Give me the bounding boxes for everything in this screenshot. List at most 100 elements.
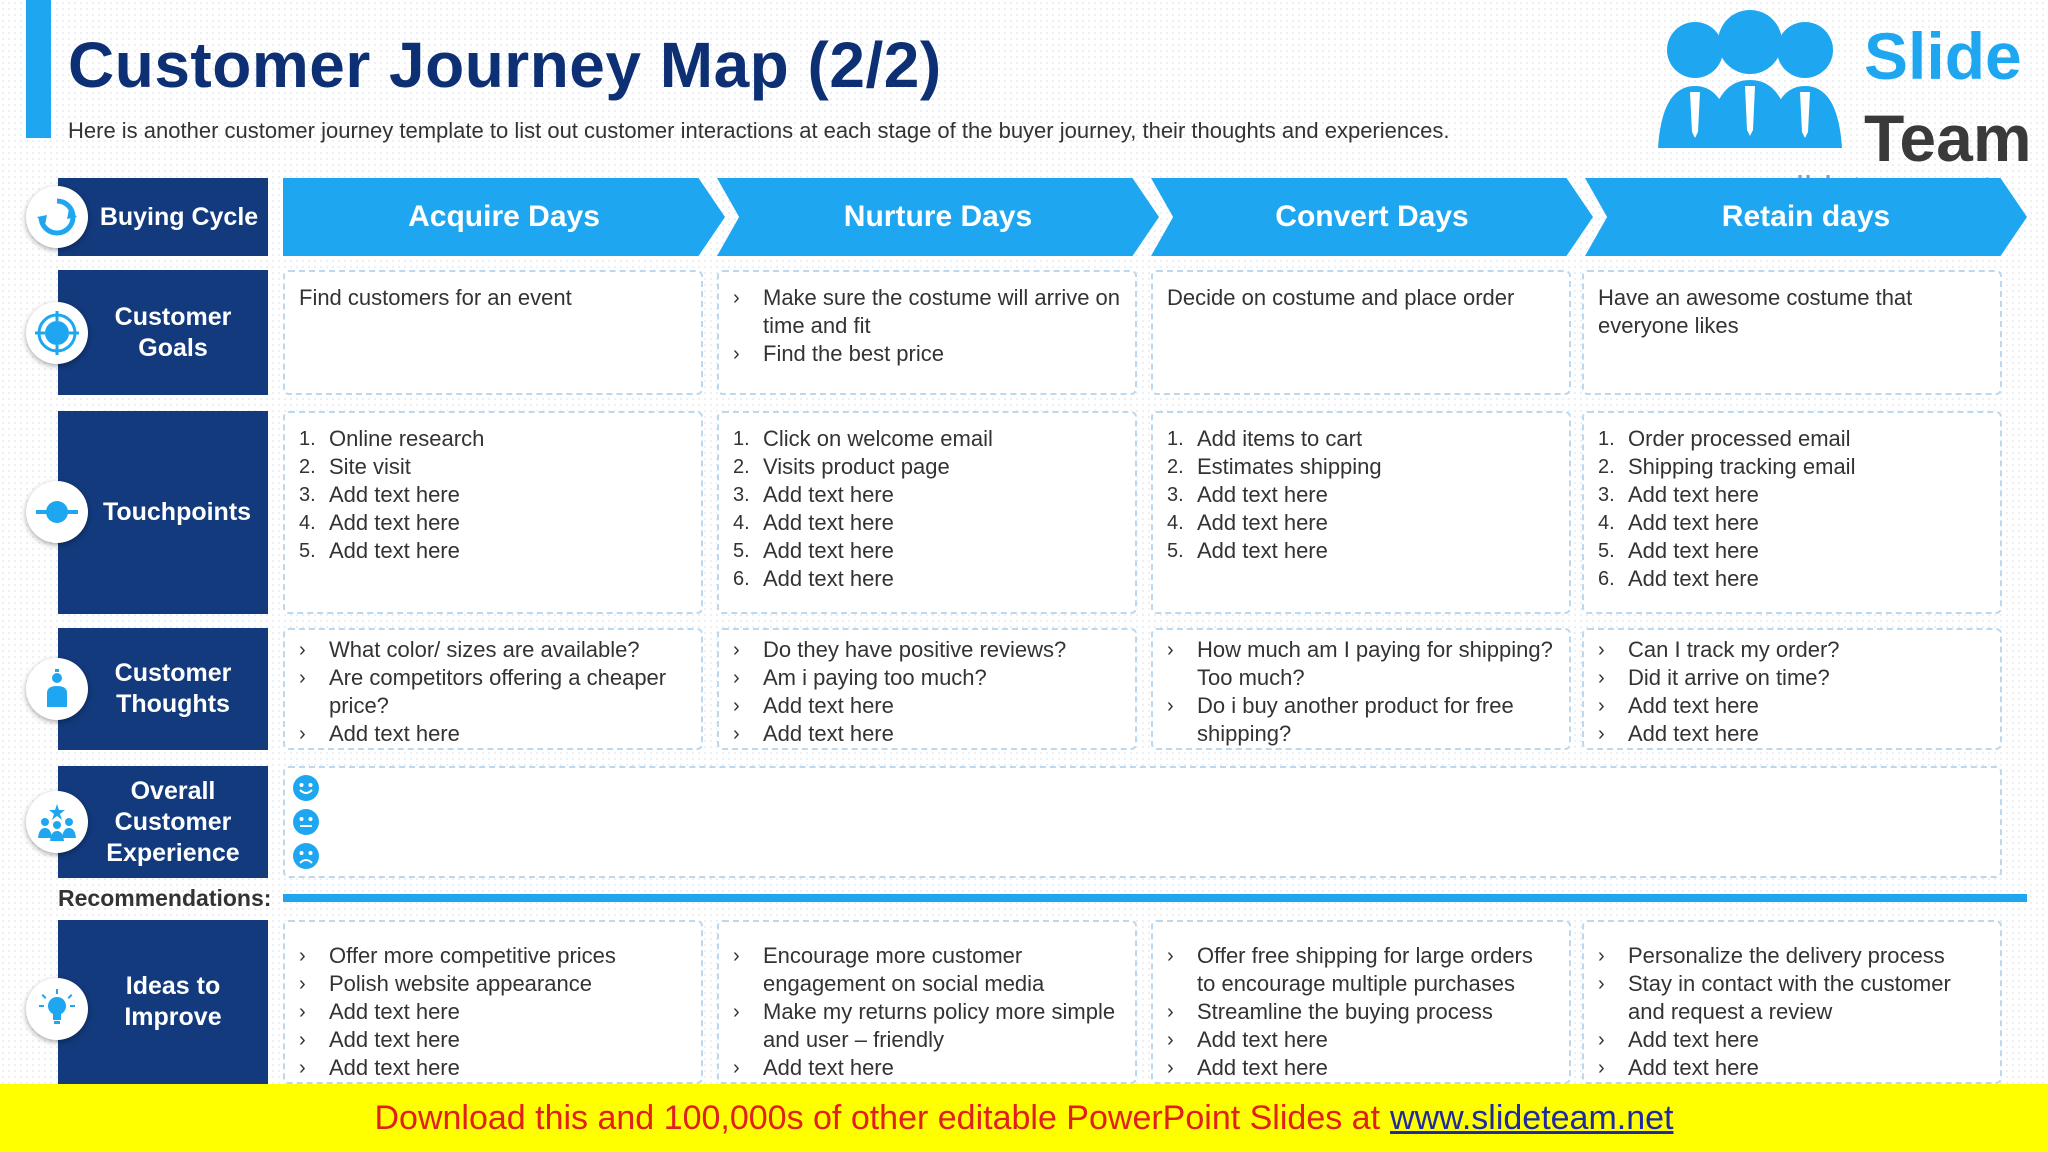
list-item: 2.Site visit xyxy=(299,454,411,479)
list-item: ›Polish website appearance xyxy=(299,971,592,996)
list-item: ›Make my returns policy more simple and … xyxy=(733,999,1116,1052)
list-item: 5.Add text here xyxy=(1598,538,1759,563)
touchpoints-cell-convert: 1.Add items to cart 2.Estimates shipping… xyxy=(1151,411,1571,614)
touchpoint-text: Add text here xyxy=(1628,482,1759,507)
list-item: ›Add text here xyxy=(733,693,894,718)
idea-text: Streamline the buying process xyxy=(1197,999,1493,1024)
thoughts-cell-convert: ›How much am I paying for shipping? Too … xyxy=(1151,628,1571,750)
stage-label: Nurture Days xyxy=(843,200,1033,233)
thought-text: Add text here xyxy=(1628,693,1759,718)
thought-text: Did it arrive on time? xyxy=(1628,665,1830,690)
touchpoint-text: Shipping tracking email xyxy=(1628,454,1856,479)
target-icon xyxy=(26,302,88,364)
touchpoint-text: Visits product page xyxy=(763,454,950,479)
ideas-cell-nurture: ›Encourage more customer engagement on s… xyxy=(717,920,1137,1084)
list-item: 4.Add text here xyxy=(1598,510,1759,535)
idea-text: Add text here xyxy=(1197,1027,1328,1052)
thought-text: Add text here xyxy=(329,721,460,746)
logo-word-team: Team xyxy=(1864,101,2032,175)
idea-text: Add text here xyxy=(763,1055,894,1080)
idea-text: Offer more competitive prices xyxy=(329,943,616,968)
list-item: 5.Add text here xyxy=(299,538,460,563)
thoughts-cell-retain: ›Can I track my order? ›Did it arrive on… xyxy=(1582,628,2002,750)
touchpoint-text: Add text here xyxy=(1628,566,1759,591)
row-label-text: Thoughts xyxy=(116,690,230,718)
people-logo-icon xyxy=(1658,10,1842,148)
list-item: ›Add text here xyxy=(1598,693,1759,718)
neutral-face-icon xyxy=(293,809,319,835)
list-item: 4.Add text here xyxy=(299,510,460,535)
thought-text: How much am I paying for shipping? Too m… xyxy=(1197,637,1553,690)
thought-text: Add text here xyxy=(763,693,894,718)
list-item: ›Add text here xyxy=(1598,1027,1759,1052)
cycle-icon xyxy=(26,186,88,248)
list-item: 4.Add text here xyxy=(733,510,894,535)
list-item: 1.Order processed email xyxy=(1598,426,1851,451)
goal-cell-nurture: ›Make sure the costume will arrive on ti… xyxy=(717,270,1137,395)
touchpoint-text: Add text here xyxy=(1628,510,1759,535)
list-item: 4.Add text here xyxy=(1167,510,1328,535)
list-item: 1.Add items to cart xyxy=(1167,426,1363,451)
touchpoint-text: Add text here xyxy=(329,510,460,535)
list-item: ›Add text here xyxy=(299,999,460,1024)
list-item: 5.Add text here xyxy=(1167,538,1328,563)
list-item: ›Make sure the costume will arrive on ti… xyxy=(733,285,1121,338)
list-item: 2.Visits product page xyxy=(733,454,950,479)
recommendations-divider xyxy=(283,894,2027,902)
thought-text: Do i buy another product for free shippi… xyxy=(1197,693,1514,746)
thought-text: What color/ sizes are available? xyxy=(329,637,640,662)
goal-text: Have an awesome costume that everyone li… xyxy=(1598,285,1913,338)
thought-text: Am i paying too much? xyxy=(763,665,987,690)
list-item: ›Did it arrive on time? xyxy=(1598,665,1830,690)
idea-text: Add text here xyxy=(329,1055,460,1080)
touchpoint-text: Estimates shipping xyxy=(1197,454,1382,479)
row-label-text: Customer xyxy=(114,807,232,836)
goal-text: Make sure the costume will arrive on tim… xyxy=(763,285,1121,338)
list-item: 2.Estimates shipping xyxy=(1167,454,1382,479)
page-title: Customer Journey Map (2/2) xyxy=(68,29,942,101)
touchpoint-text: Add text here xyxy=(763,566,894,591)
list-item: ›Add text here xyxy=(299,721,460,746)
list-item: ›Am i paying too much? xyxy=(733,665,987,690)
idea-text: Polish website appearance xyxy=(329,971,592,996)
row-label-text: Experience xyxy=(106,838,240,867)
touchpoint-text: Add text here xyxy=(329,482,460,507)
row-label-text: Overall xyxy=(130,776,216,805)
thought-text: Do they have positive reviews? xyxy=(763,637,1067,662)
list-item: ›Encourage more customer engagement on s… xyxy=(733,943,1045,996)
list-item: ›Do they have positive reviews? xyxy=(733,637,1067,662)
list-item: ›Add text here xyxy=(733,721,894,746)
list-item: ›Add text here xyxy=(299,1027,460,1052)
touchpoint-text: Add text here xyxy=(763,510,894,535)
list-item: ›Can I track my order? xyxy=(1598,637,1840,662)
list-item: ›Do i buy another product for free shipp… xyxy=(1167,693,1514,746)
stage-acquire-days: Acquire Days xyxy=(283,178,725,256)
touchpoint-text: Online research xyxy=(329,426,485,451)
touchpoint-icon xyxy=(26,481,88,543)
list-item: ›Add text here xyxy=(1598,721,1759,746)
goal-text: Find customers for an event xyxy=(299,285,572,310)
goal-cell-acquire: Find customers for an event xyxy=(283,270,703,395)
row-label-text: Goals xyxy=(138,333,208,362)
banner-link[interactable]: www.slideteam.net xyxy=(1390,1098,1674,1137)
smile-face-icon xyxy=(293,775,319,801)
touchpoint-text: Click on welcome email xyxy=(763,426,993,451)
idea-text: Offer free shipping for large orders to … xyxy=(1197,943,1533,996)
goal-cell-retain: Have an awesome costume that everyone li… xyxy=(1582,270,2002,395)
row-label-buying-cycle: Buying Cycle xyxy=(58,178,268,256)
list-item: 2.Shipping tracking email xyxy=(1598,454,1856,479)
logo-word-slide: Slide xyxy=(1864,19,2022,93)
touchpoint-text: Add text here xyxy=(1197,482,1328,507)
touchpoint-text: Add text here xyxy=(763,538,894,563)
touchpoint-text: Add text here xyxy=(329,538,460,563)
banner-text: Download this and 100,000s of other edit… xyxy=(374,1098,1381,1137)
idea-text: Encourage more customer engagement on so… xyxy=(763,943,1045,996)
list-item: ›How much am I paying for shipping? Too … xyxy=(1167,637,1553,690)
row-label-text: Ideas to xyxy=(125,972,221,1000)
goal-cell-convert: Decide on costume and place order xyxy=(1151,270,1571,395)
title-accent-bar xyxy=(26,0,51,138)
goal-text: Find the best price xyxy=(763,341,944,366)
